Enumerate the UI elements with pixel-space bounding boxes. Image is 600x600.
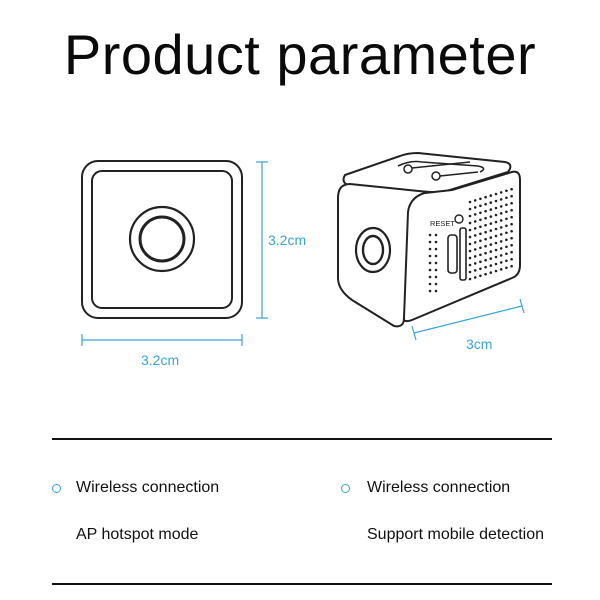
depth-label: 3cm <box>466 336 493 352</box>
circle-bullet-icon <box>52 484 61 493</box>
feature-left-detail: AP hotspot mode <box>76 526 199 543</box>
feature-right-heading: Wireless connection <box>367 479 511 496</box>
height-dimension <box>256 161 268 319</box>
divider-bottom <box>52 583 552 585</box>
feature-right-detail: Support mobile detection <box>367 526 544 543</box>
front-view <box>81 160 243 319</box>
width-label: 3.2cm <box>141 352 180 368</box>
reset-label: RESET <box>430 219 455 228</box>
width-dimension <box>81 334 243 346</box>
depth-dimension <box>411 298 525 341</box>
page-title: Product parameter <box>63 23 537 86</box>
feature-left-heading: Wireless connection <box>76 479 220 496</box>
circle-bullet-icon <box>341 484 350 493</box>
height-label: 3.2cm <box>268 232 307 248</box>
speaker-grille <box>428 187 513 293</box>
perspective-view <box>337 152 521 328</box>
divider-top <box>52 438 552 440</box>
